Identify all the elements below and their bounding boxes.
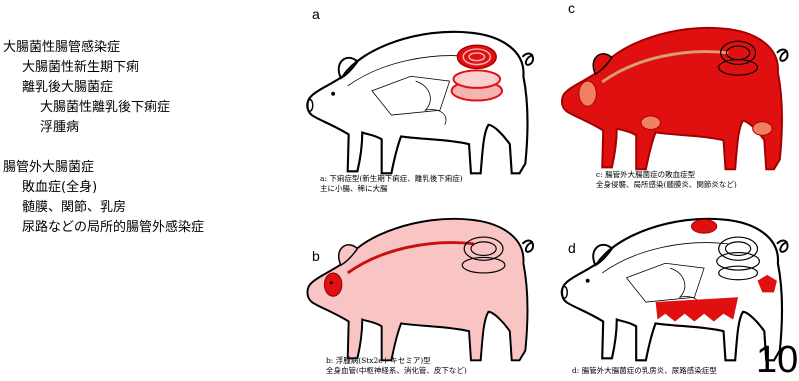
panel-a-caption: a: 下痢症型(新生期下痢症、離乳後下痢症) xyxy=(320,174,463,184)
outline-item: 尿路などの局所的腸管外感染症 xyxy=(22,220,204,236)
panel-a-subcaption: 主に小腸、稀に大腸 xyxy=(320,184,388,194)
pig-diagram-c xyxy=(555,14,795,179)
intestine-highlight xyxy=(452,45,502,100)
panel-c-caption: c: 腸管外大腸菌症の敗血症型 xyxy=(596,170,695,180)
outline-item: 敗血症(全身) xyxy=(22,180,97,196)
panel-c-subcaption: 全身侵襲、局所感染(髄膜炎、関節炎など) xyxy=(596,180,737,190)
outline-item: 浮腫病 xyxy=(40,120,79,136)
outline-item: 腸管外大腸菌症 xyxy=(3,160,94,176)
outline-item: 髄膜、関節、乳房 xyxy=(22,200,126,216)
brain-focus xyxy=(579,81,596,106)
mammary-focus xyxy=(656,297,739,321)
kidney-focus xyxy=(692,220,717,234)
outline-item: 大腸菌性離乳後下痢症 xyxy=(40,100,170,116)
outline-item: 大腸菌性新生期下痢 xyxy=(22,60,139,76)
pig-diagram-b xyxy=(298,205,543,370)
outline-item: 大腸菌性腸管感染症 xyxy=(3,40,120,56)
pig-diagram-a xyxy=(298,18,543,183)
disease-outline: 大腸菌性腸管感染症 大腸菌性新生期下痢 離乳後大腸菌症 大腸菌性離乳後下痢症 浮… xyxy=(0,0,290,381)
joint-focus xyxy=(753,122,772,136)
panel-b-caption: b: 浮腫病(Stx2eトキセミア)型 xyxy=(326,356,431,366)
joint-focus xyxy=(641,116,660,130)
page-number: 10 xyxy=(756,340,798,380)
urinary-focus xyxy=(758,275,777,292)
outline-item: 離乳後大腸菌症 xyxy=(22,80,113,96)
panel-b-subcaption: 全身血管(中枢神経系、消化管、皮下など) xyxy=(326,366,467,376)
panel-d-caption: d: 腸管外大腸菌症の乳房炎、尿路感染症型 xyxy=(572,366,717,376)
brain-focus xyxy=(324,273,341,296)
